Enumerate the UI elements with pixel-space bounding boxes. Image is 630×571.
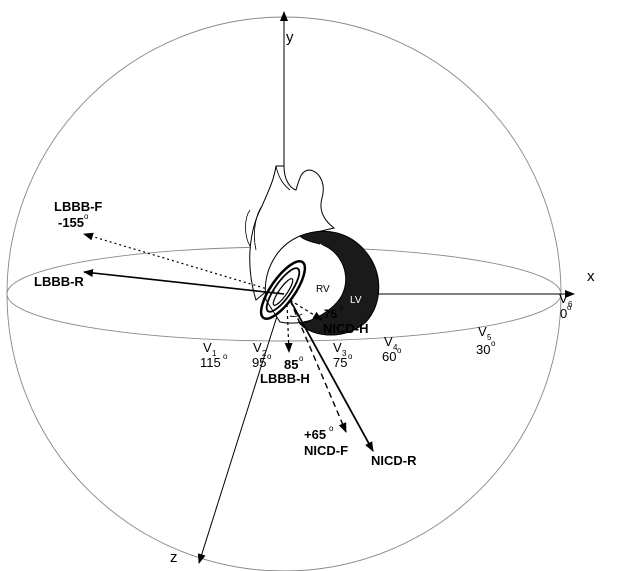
svg-text:V: V: [203, 340, 212, 355]
svg-text:NICD-H: NICD-H: [323, 321, 369, 336]
lbbb-f-label: LBBB-F -155 o: [54, 199, 102, 230]
lead-v4: V 4 60 o: [382, 334, 402, 364]
z-axis: [197, 293, 285, 564]
svg-text:2: 2: [262, 349, 267, 358]
svg-text:75: 75: [333, 355, 347, 370]
svg-text:V: V: [559, 291, 568, 306]
lead-v2: V 2 95 o: [252, 340, 272, 370]
lv-label: LV: [350, 295, 362, 306]
svg-text:5: 5: [487, 333, 492, 342]
svg-text:30: 30: [476, 342, 490, 357]
svg-text:NICD-F: NICD-F: [304, 443, 348, 458]
svg-text:V: V: [384, 334, 393, 349]
nicd-f-vector: [289, 299, 347, 433]
svg-text:V: V: [253, 340, 262, 355]
svg-text:LBBB-F: LBBB-F: [54, 199, 102, 214]
nicd-f-label: +65 o NICD-F: [304, 424, 348, 458]
svg-text:o: o: [491, 339, 496, 348]
svg-text:4: 4: [393, 343, 398, 352]
svg-text:115: 115: [200, 355, 221, 370]
lbbb-h-vector: [284, 303, 293, 353]
svg-text:-155: -155: [58, 215, 84, 230]
svg-text:o: o: [567, 303, 572, 312]
svg-text:95: 95: [252, 355, 266, 370]
svg-text:LBBB-H: LBBB-H: [260, 371, 310, 386]
svg-text:0: 0: [560, 306, 567, 321]
rv-label: RV: [316, 284, 330, 295]
svg-text:o: o: [84, 212, 89, 221]
svg-text:V: V: [478, 324, 487, 339]
svg-text:3: 3: [342, 349, 347, 358]
nicd-r-label: NICD-R: [371, 453, 417, 468]
nicd-h-vector: [289, 299, 323, 321]
svg-text:60: 60: [382, 349, 396, 364]
lead-v1: V 1 115 o: [200, 340, 228, 370]
svg-text:+65: +65: [304, 427, 326, 442]
svg-text:6: 6: [568, 300, 573, 309]
svg-text:o: o: [329, 424, 334, 433]
z-axis-label: z: [170, 549, 178, 566]
svg-text:o: o: [348, 352, 353, 361]
lbbb-r-vector: [83, 269, 285, 295]
lbbb-r-label: LBBB-R: [34, 274, 84, 289]
svg-text:o: o: [223, 352, 228, 361]
angle-arc: [289, 313, 303, 317]
nicd-h-label: 75 o NICD-H: [323, 303, 369, 336]
lbbb-h-label: 85 o LBBB-H: [260, 354, 310, 386]
svg-text:1: 1: [212, 349, 217, 358]
svg-text:o: o: [397, 346, 402, 355]
x-axis-label: x: [587, 268, 595, 285]
y-axis-label: y: [286, 29, 294, 46]
heart-illustration: RV LV: [245, 165, 380, 336]
svg-text:o: o: [267, 352, 272, 361]
lead-v6: V 6 0 o: [559, 291, 573, 321]
lead-v3: V 3 75 o: [333, 340, 353, 370]
lead-v5: V 5 30 o: [476, 324, 496, 357]
nicd-r-vector: [289, 299, 374, 452]
svg-text:o: o: [339, 303, 344, 312]
svg-text:o: o: [299, 354, 304, 363]
svg-text:V: V: [333, 340, 342, 355]
svg-text:85: 85: [284, 357, 298, 372]
svg-text:75: 75: [324, 307, 338, 321]
